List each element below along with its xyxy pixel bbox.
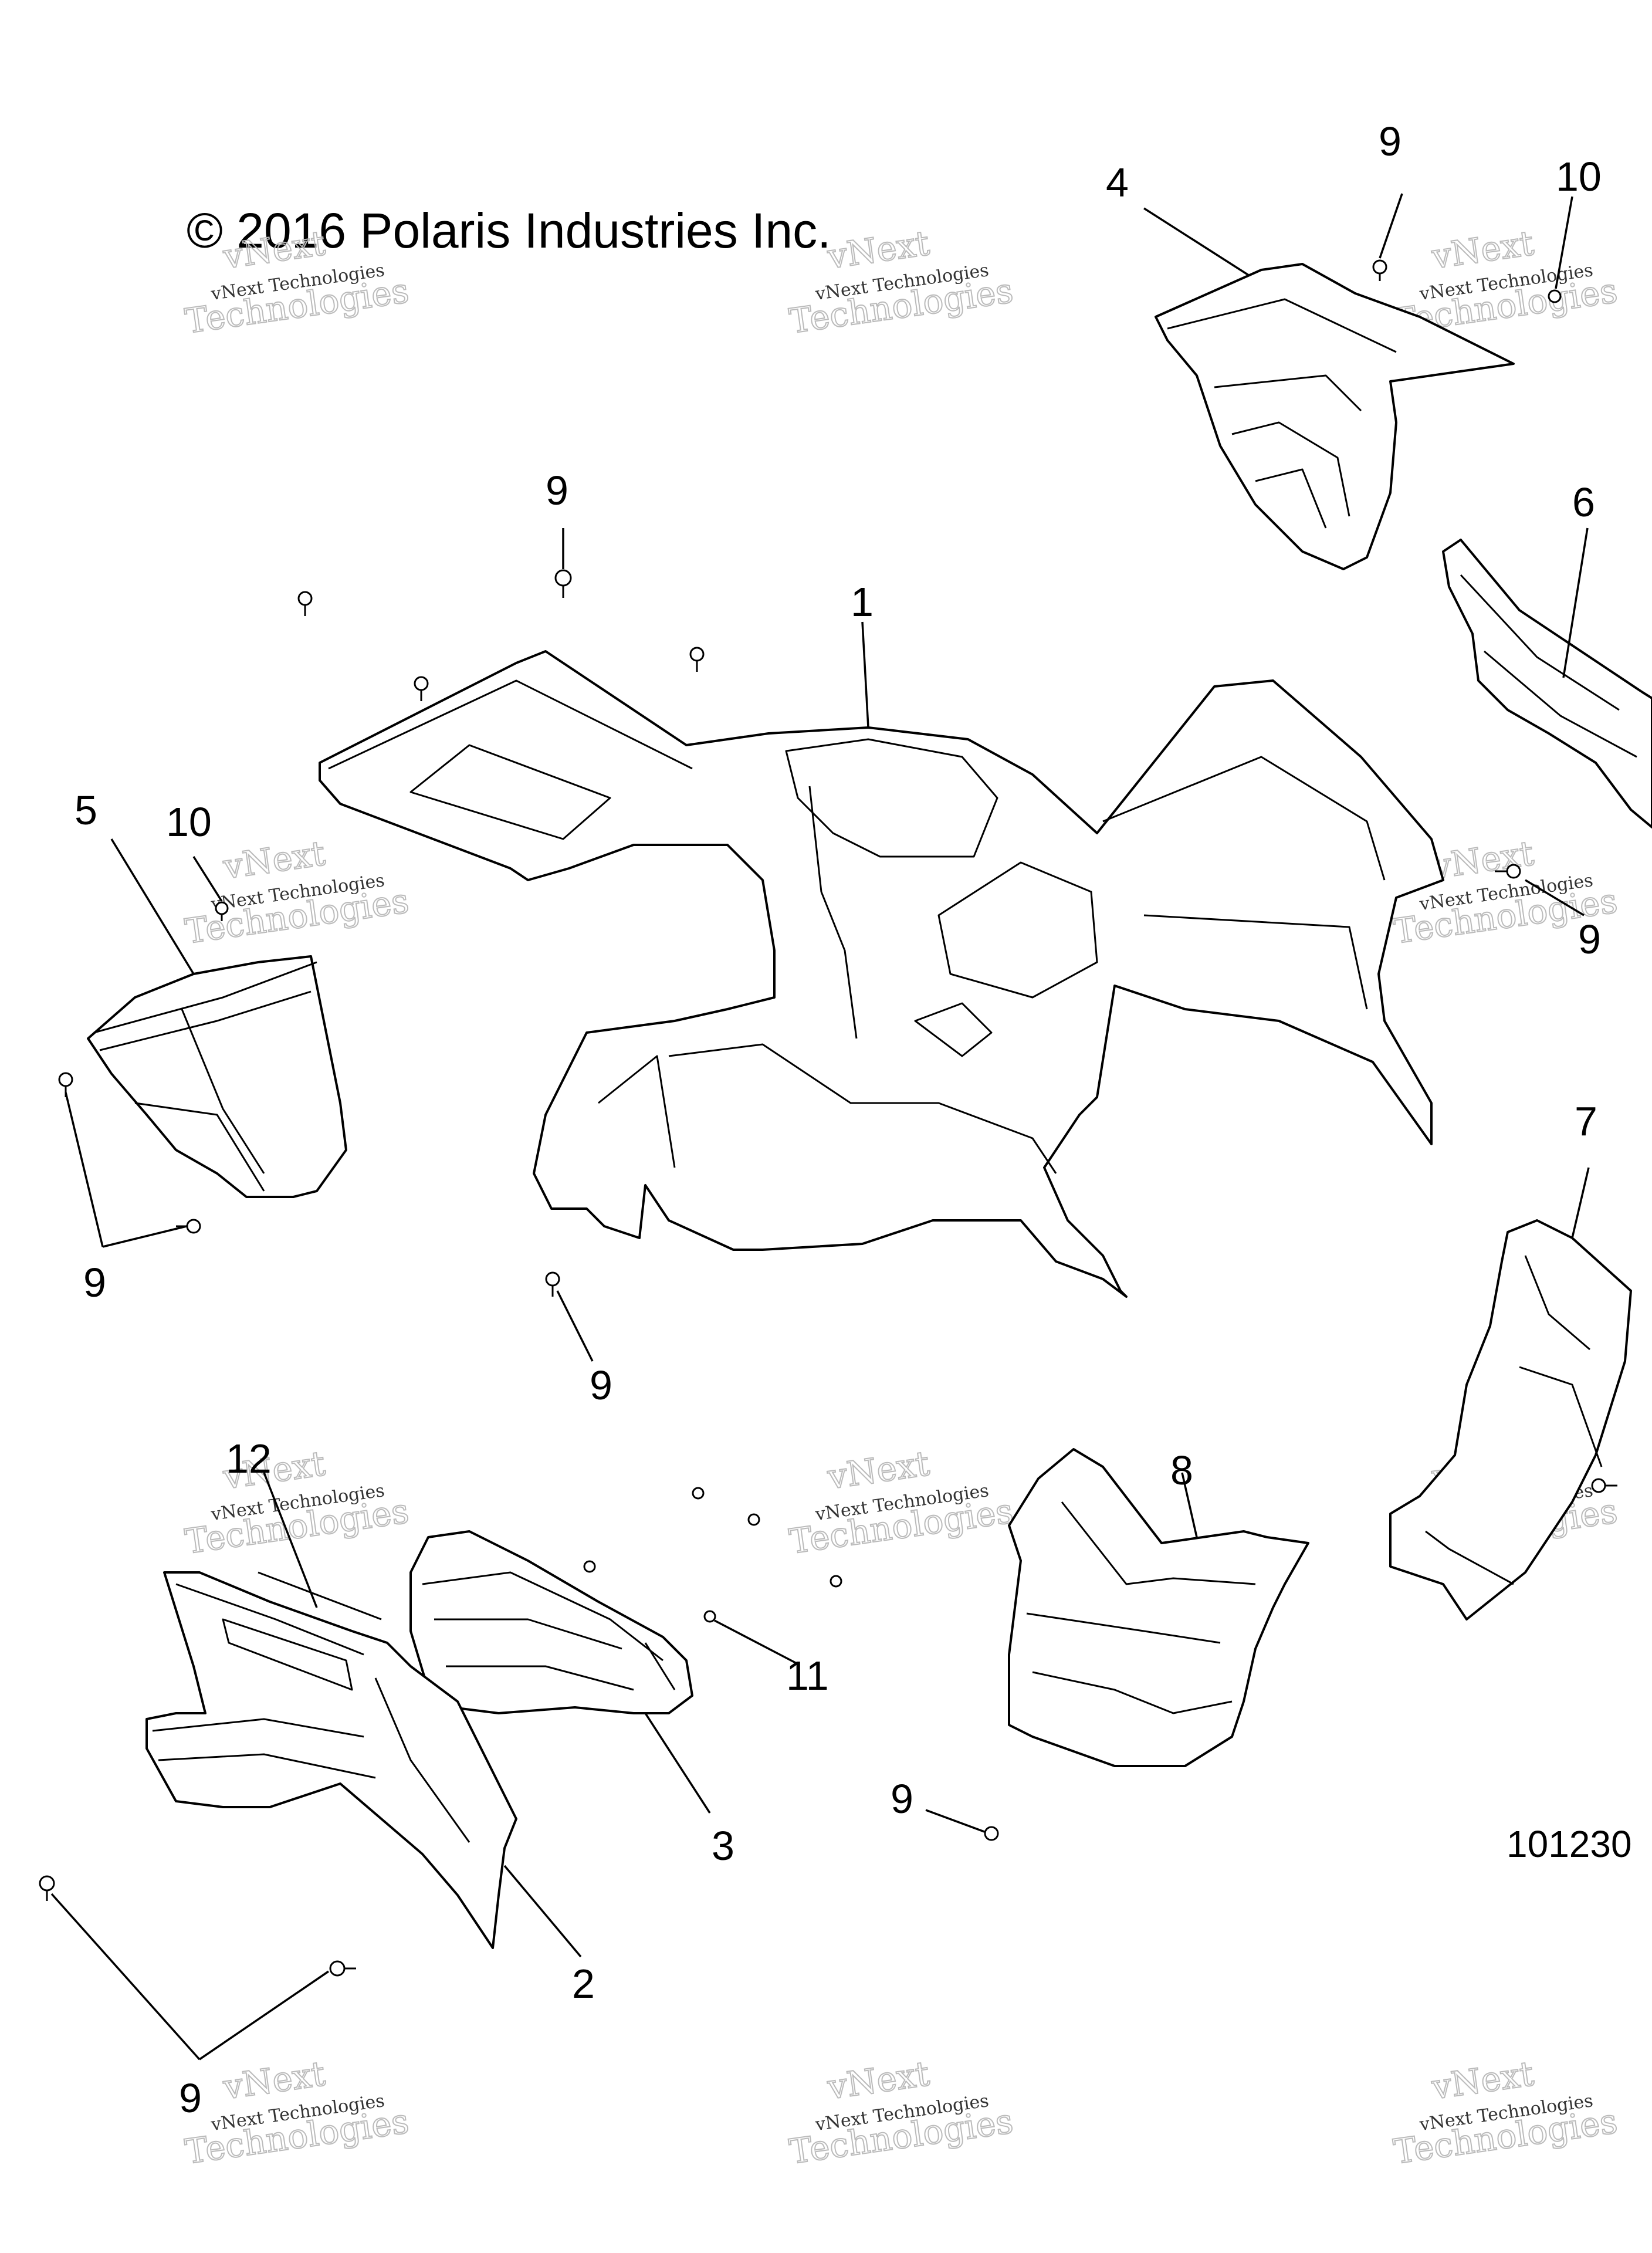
fastener-group [39, 259, 1617, 1977]
fastener-icon [984, 1826, 999, 1841]
watermark-ghost: vNext [221, 833, 328, 887]
watermark-ghost: vNext [221, 2054, 328, 2107]
watermark: vNext vNext Technologies Technologies [1390, 2053, 1620, 2173]
fastener-icon [176, 1219, 201, 1234]
part-6-side-panel [1442, 539, 1652, 828]
fastener-icon [692, 1487, 705, 1500]
part-5-side-panel [87, 955, 347, 1198]
callout-11: 11 [786, 1653, 829, 1699]
callout-1: 1 [851, 579, 874, 625]
part-2-assembly [145, 1571, 517, 1949]
fastener-icon [1591, 1478, 1617, 1493]
fastener-icon [747, 1513, 760, 1526]
fastener-icon [703, 1610, 716, 1623]
watermark: vNext vNext Technologies Technologies [182, 1443, 412, 1562]
part-3-component [409, 1530, 693, 1714]
copyright-notice: © 2016 Polaris Industries Inc. [187, 203, 831, 258]
watermark-ghost: vNext [1429, 2054, 1536, 2107]
callout-labels: 1 2 3 4 5 6 7 8 9 9 9 9 9 9 9 10 10 11 1… [75, 119, 1602, 2121]
callout-3: 3 [712, 1823, 734, 1869]
callout-10-top: 10 [1556, 154, 1602, 199]
callout-9-right: 9 [1578, 916, 1601, 962]
fastener-icon [414, 676, 429, 701]
watermark: vNext vNext Technologies Technologies [786, 1443, 1016, 1562]
callout-9-upper-center: 9 [546, 468, 568, 513]
callout-4: 4 [1106, 160, 1129, 205]
callout-6: 6 [1572, 479, 1595, 525]
fastener-icon [39, 1875, 55, 1901]
watermark: vNext vNext Technologies Technologies [182, 2053, 412, 2173]
callout-9-top: 9 [1379, 119, 1402, 164]
fastener-icon [830, 1575, 842, 1588]
fastener-icon [689, 647, 705, 672]
fastener-icon [297, 591, 313, 616]
callout-9-left: 9 [83, 1260, 106, 1305]
fastener-icon [554, 569, 572, 598]
callout-7: 7 [1575, 1098, 1597, 1144]
callout-9-center: 9 [590, 1362, 612, 1408]
fastener-icon [583, 1560, 596, 1573]
leader-lines [50, 193, 1590, 2061]
watermark: vNext vNext Technologies Technologies [786, 2053, 1016, 2173]
watermark-ghost: vNext [825, 1443, 932, 1497]
callout-8: 8 [1170, 1447, 1193, 1493]
callout-9-lower-center: 9 [891, 1776, 913, 1822]
fastener-icon [215, 901, 229, 921]
fastener-icon [329, 1960, 356, 1977]
callout-10-left: 10 [166, 799, 212, 845]
watermark-ghost: vNext [1429, 833, 1536, 887]
fastener-icon [1495, 864, 1521, 879]
callout-12: 12 [226, 1436, 272, 1481]
watermark-ghost: vNext [1429, 223, 1536, 277]
watermark-ghost: vNext [825, 223, 932, 277]
fastener-icon [1548, 289, 1562, 303]
callout-2: 2 [572, 1961, 595, 2007]
fastener-icon [545, 1271, 560, 1297]
part-8-lower-panel [1008, 1448, 1309, 1767]
figure-number: 101230 [1507, 1823, 1632, 1865]
fastener-icon [1372, 259, 1387, 281]
callout-9-bottom-left: 9 [179, 2075, 202, 2121]
callout-5: 5 [75, 787, 97, 833]
part-4-panel [1155, 263, 1515, 570]
watermark-ghost: vNext [825, 2054, 932, 2107]
part-7-front-panel [1389, 1219, 1632, 1621]
part-1-front-body [319, 650, 1444, 1298]
